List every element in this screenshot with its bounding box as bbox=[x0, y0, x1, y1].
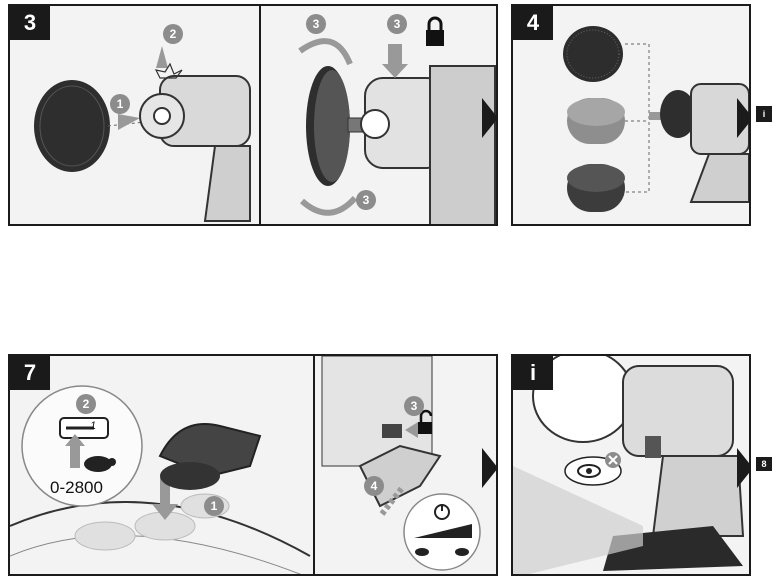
speed-switch bbox=[645, 436, 661, 458]
drill-head-i bbox=[622, 365, 734, 457]
turtle-small-icon bbox=[415, 548, 429, 556]
info-panel: i bbox=[511, 354, 751, 576]
arrow-press bbox=[156, 46, 168, 68]
car-surface bbox=[10, 501, 311, 557]
info-illustration bbox=[513, 356, 745, 574]
eye-icon bbox=[577, 464, 601, 478]
drill-handle-i bbox=[651, 455, 745, 537]
lock-icon bbox=[426, 30, 444, 46]
callout-3-rotate-bottom: 3 bbox=[356, 190, 376, 210]
step-4-illustration bbox=[563, 26, 749, 212]
step-3-panel: 3 1 2 3 3 3 bbox=[8, 4, 498, 226]
rotate-arrow-top bbox=[298, 38, 353, 66]
step-3-badge: 3 bbox=[10, 6, 50, 40]
drill-handle bbox=[203, 145, 251, 222]
step-7-panel: 7 2 1 bbox=[8, 354, 498, 576]
scouring-pad bbox=[563, 26, 623, 82]
info-badge: i bbox=[513, 356, 553, 390]
rotate-arrow-bottom bbox=[300, 195, 358, 216]
sanding-pad bbox=[34, 80, 110, 172]
next-arrow bbox=[737, 448, 749, 488]
arrow-motion bbox=[152, 478, 178, 520]
next-arrow bbox=[737, 98, 749, 138]
speed-ramp bbox=[414, 524, 472, 538]
lock-button bbox=[382, 424, 402, 438]
next-arrow bbox=[482, 98, 496, 138]
step-4-panel: 4 bbox=[511, 4, 751, 226]
callout-3-lock: 3 bbox=[387, 14, 407, 34]
step-7-badge: 7 bbox=[10, 356, 50, 390]
arrow-attach bbox=[118, 114, 140, 130]
next-arrow bbox=[482, 448, 496, 488]
step-7-illustration bbox=[10, 356, 481, 574]
callout-1-motion: 1 bbox=[204, 496, 224, 516]
callout-1: 1 bbox=[110, 94, 130, 114]
callout-3-unlock: 3 bbox=[404, 396, 424, 416]
callout-4-trigger: 4 bbox=[364, 476, 384, 496]
callout-3-rotate-top: 3 bbox=[306, 14, 326, 34]
rabbit-icon bbox=[455, 548, 469, 556]
callout-2: 2 bbox=[163, 24, 183, 44]
page-number-tag: 8 bbox=[756, 457, 772, 471]
callout-2-speed: 2 bbox=[76, 394, 96, 414]
arrow-spindle-lock bbox=[388, 44, 402, 66]
step-3-illustration bbox=[34, 6, 496, 224]
info-tag: i bbox=[756, 106, 772, 122]
step-4-badge: 4 bbox=[513, 6, 553, 40]
speed-range-label: 0-2800 bbox=[50, 478, 103, 497]
light-beam bbox=[513, 466, 643, 574]
speed-dial-mark: 1 bbox=[90, 420, 97, 432]
turtle-icon bbox=[84, 456, 112, 472]
unlock-icon bbox=[418, 422, 432, 434]
